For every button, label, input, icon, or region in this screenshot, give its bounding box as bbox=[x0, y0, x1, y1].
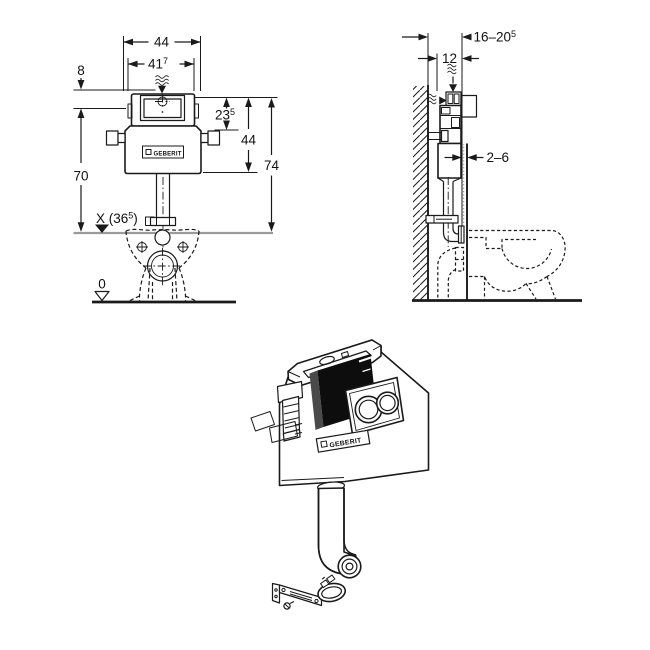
dim-overall-width: 44 bbox=[123, 35, 201, 50]
alternative-bend-outline bbox=[437, 246, 465, 299]
front-elevation-view: 44 417 8 70 235 bbox=[73, 35, 280, 304]
anchor-nut bbox=[440, 129, 449, 143]
brand-logo-square-iso bbox=[320, 440, 328, 448]
water-supply-symbol-side-top bbox=[447, 63, 457, 92]
flush-bend bbox=[442, 226, 459, 243]
tank-section bbox=[437, 142, 462, 179]
water-supply-symbol-front bbox=[155, 75, 169, 94]
flush-bend-outlet bbox=[154, 229, 171, 246]
dim-overall-height: 74 bbox=[264, 98, 280, 232]
dim-panel-thickness-label: 2–6 bbox=[487, 150, 510, 165]
brand-label-front: GEBERIT bbox=[154, 151, 182, 157]
iso-product-view: GEBERIT bbox=[250, 339, 430, 610]
dim-x-level-label: X (365) bbox=[96, 211, 138, 227]
dim-opening-width: 417 bbox=[128, 56, 194, 72]
supply-sleeve bbox=[460, 94, 478, 118]
left-mounting-knob bbox=[105, 130, 119, 146]
flush-plate-3d bbox=[344, 376, 405, 436]
dim-zero-level-label: 0 bbox=[98, 277, 106, 292]
mounting-bracket-3d bbox=[250, 411, 303, 443]
dim-supply-offset: 8 bbox=[77, 63, 85, 90]
dim-overall-width-label: 44 bbox=[154, 35, 170, 50]
brand-plate-front: GEBERIT bbox=[142, 145, 184, 159]
wc-pan-side-outline bbox=[469, 229, 566, 300]
pipe-flange bbox=[149, 216, 177, 227]
brand-plate-iso: GEBERIT bbox=[315, 429, 371, 453]
dim-supply-depth-label: 12 bbox=[442, 51, 457, 66]
dim-cover-height-label: 235 bbox=[215, 107, 235, 123]
brand-logo-square bbox=[145, 149, 152, 155]
wc-pan-front-outline bbox=[125, 228, 200, 303]
cistern-right-clip bbox=[194, 103, 199, 119]
dim-wall-offset: 16–205 bbox=[402, 29, 516, 45]
dim-opening-width-label: 417 bbox=[148, 56, 168, 72]
wall-hatching bbox=[413, 86, 428, 300]
side-cistern-assembly bbox=[425, 91, 478, 247]
lid-oval-hole bbox=[319, 355, 335, 366]
dim-actuation-height-label: 70 bbox=[73, 169, 88, 184]
floor-bracket-3d bbox=[271, 582, 323, 610]
cover-side-edge bbox=[309, 370, 324, 430]
dim-supply-depth: 12 bbox=[418, 51, 479, 91]
flush-pipe-front bbox=[155, 173, 171, 218]
dim-tank-height: 44 bbox=[241, 97, 257, 172]
dim-overall-height-label: 74 bbox=[264, 158, 280, 173]
x-level-marker: X (365) bbox=[95, 211, 138, 233]
level-triangle-filled bbox=[95, 224, 109, 233]
water-supply-symbol-side-wall bbox=[427, 93, 447, 105]
dim-supply-offset-label: 8 bbox=[77, 63, 85, 78]
wc-pan-front-details bbox=[136, 241, 189, 287]
dim-actuation-height: 70 bbox=[73, 108, 89, 232]
dim-tank-height-label: 44 bbox=[241, 133, 257, 148]
flush-pipe-3d bbox=[316, 481, 362, 579]
knurled-fastener-3d bbox=[269, 421, 298, 443]
dim-cover-height: 235 bbox=[215, 97, 235, 130]
wall-covering-strip bbox=[462, 144, 467, 227]
level-triangle-open bbox=[94, 290, 110, 302]
front-cistern: GEBERIT bbox=[105, 93, 221, 251]
pipe-clamp-3d bbox=[317, 574, 347, 603]
zero-level-marker: 0 bbox=[94, 277, 110, 302]
right-mounting-knob bbox=[207, 130, 221, 146]
side-section-view: 16–205 12 bbox=[402, 29, 582, 302]
dim-panel-thickness: 2–6 bbox=[444, 150, 510, 165]
dim-wall-offset-label: 16–205 bbox=[474, 29, 517, 45]
cistern-left-clip bbox=[127, 103, 133, 119]
